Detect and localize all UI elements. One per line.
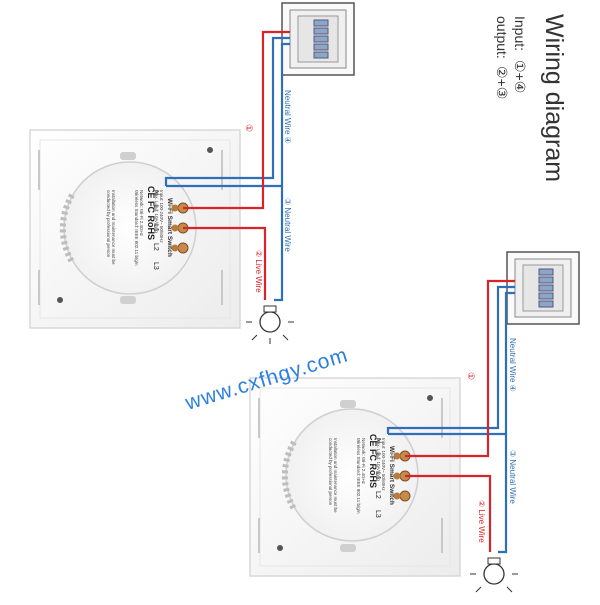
neutral-wire-4-label: Neutral Wire ④ xyxy=(508,338,517,392)
live-wire-2-1 xyxy=(183,226,267,300)
title-block: Wiring diagram Input: ①+④ output: ②+③ xyxy=(494,14,568,182)
wires-1 xyxy=(164,30,290,302)
diagram-2: Wi-Fi Smart Switch CE FC RoHS Input: 100… xyxy=(249,251,580,593)
switch-module-2: Wi-Fi Smart Switch CE FC RoHS Input: 100… xyxy=(281,408,419,542)
spec-line: Input: 100-240V~ 50/60Hz xyxy=(381,438,386,491)
warning-line: Installation and maintenance must be xyxy=(111,190,116,265)
neutral-wire-feed-1 xyxy=(166,42,290,188)
warning-line: conducted by professional person xyxy=(328,438,333,506)
terminal-l2: L2 xyxy=(374,491,381,499)
input-label: Input: xyxy=(512,16,528,51)
switch-module-1: Wi-Fi Smart Switch CE FC RoHS Input: 100… xyxy=(59,161,197,295)
live-wire-2-label: ② Live Wire xyxy=(254,250,263,293)
marker-1: ① xyxy=(244,124,254,132)
terminal-l1: L1 xyxy=(374,472,381,480)
spec-line: Max. Load: 10A/gang xyxy=(376,438,381,481)
terminal-l3: L3 xyxy=(152,262,159,270)
neutral-wire-4-label: Neutral Wire ④ xyxy=(283,90,292,144)
spec-line: Network: Wi-Fi 2.4GHz xyxy=(139,190,144,237)
diagram-title: Wiring diagram xyxy=(540,14,568,182)
output-label: output: xyxy=(494,16,510,59)
neutral-wire-feed-2 xyxy=(388,291,515,436)
spec-line: Wireless Standard: IEEE 802.11 b/g/n xyxy=(134,190,139,266)
warning-line: Installation and maintenance must be xyxy=(333,438,338,513)
module-title: Wi-Fi Smart Switch xyxy=(388,446,395,505)
cert-marks: CE FC RoHS xyxy=(368,434,378,488)
breaker-box-2 xyxy=(506,251,580,325)
neutral-wire-4-2 xyxy=(386,285,515,434)
cert-marks: CE FC RoHS xyxy=(146,186,156,240)
terminals-1 xyxy=(171,202,189,254)
neutral-wire-4-1 xyxy=(164,36,290,186)
live-wire-2-2 xyxy=(405,474,492,552)
spec-line: Network: Wi-Fi 2.4GHz xyxy=(361,438,366,485)
terminal-l2: L2 xyxy=(152,243,159,251)
terminal-l1: L1 xyxy=(152,224,159,232)
live-wire-1-2 xyxy=(405,279,515,458)
neutral-wire-3-2 xyxy=(498,434,508,554)
wires-2 xyxy=(386,279,515,554)
breaker-box-1 xyxy=(281,2,355,76)
spec-line: Input: 100-240V~ 50/60Hz xyxy=(159,190,164,243)
neutral-wire-3-label: ③ Neutral Wire xyxy=(508,450,517,504)
marker-1: ① xyxy=(466,372,476,380)
terminal-l: L xyxy=(152,205,159,209)
spec-line: Wireless Standard: IEEE 802.11 b/g/n xyxy=(356,438,361,514)
module-text-1: Wi-Fi Smart Switch CE FC RoHS Input: 100… xyxy=(106,186,173,266)
diagram-1: Wi-Fi Smart Switch CE FC RoHS Input: 100… xyxy=(29,2,355,344)
terminal-n: N xyxy=(374,438,381,443)
lamp-icon xyxy=(470,557,518,593)
module-text-2: Wi-Fi Smart Switch CE FC RoHS Input: 100… xyxy=(328,434,395,514)
neutral-wire-3-1 xyxy=(274,186,284,302)
lamp-icon xyxy=(246,305,294,344)
neutral-wire-3-label: ③ Neutral Wire xyxy=(283,198,292,252)
live-wire-2-label: ② Live Wire xyxy=(477,500,486,543)
module-title: Wi-Fi Smart Switch xyxy=(166,198,173,257)
live-wire-1-1 xyxy=(183,30,290,210)
terminal-l3: L3 xyxy=(374,510,381,518)
output-value: ②+③ xyxy=(494,66,510,99)
input-value: ①+④ xyxy=(512,60,528,93)
terminal-l: L xyxy=(374,453,381,457)
terminal-n: N xyxy=(152,190,159,195)
warning-line: conducted by professional person xyxy=(106,190,111,258)
spec-line: Max. Load: 10A/gang xyxy=(154,190,159,233)
